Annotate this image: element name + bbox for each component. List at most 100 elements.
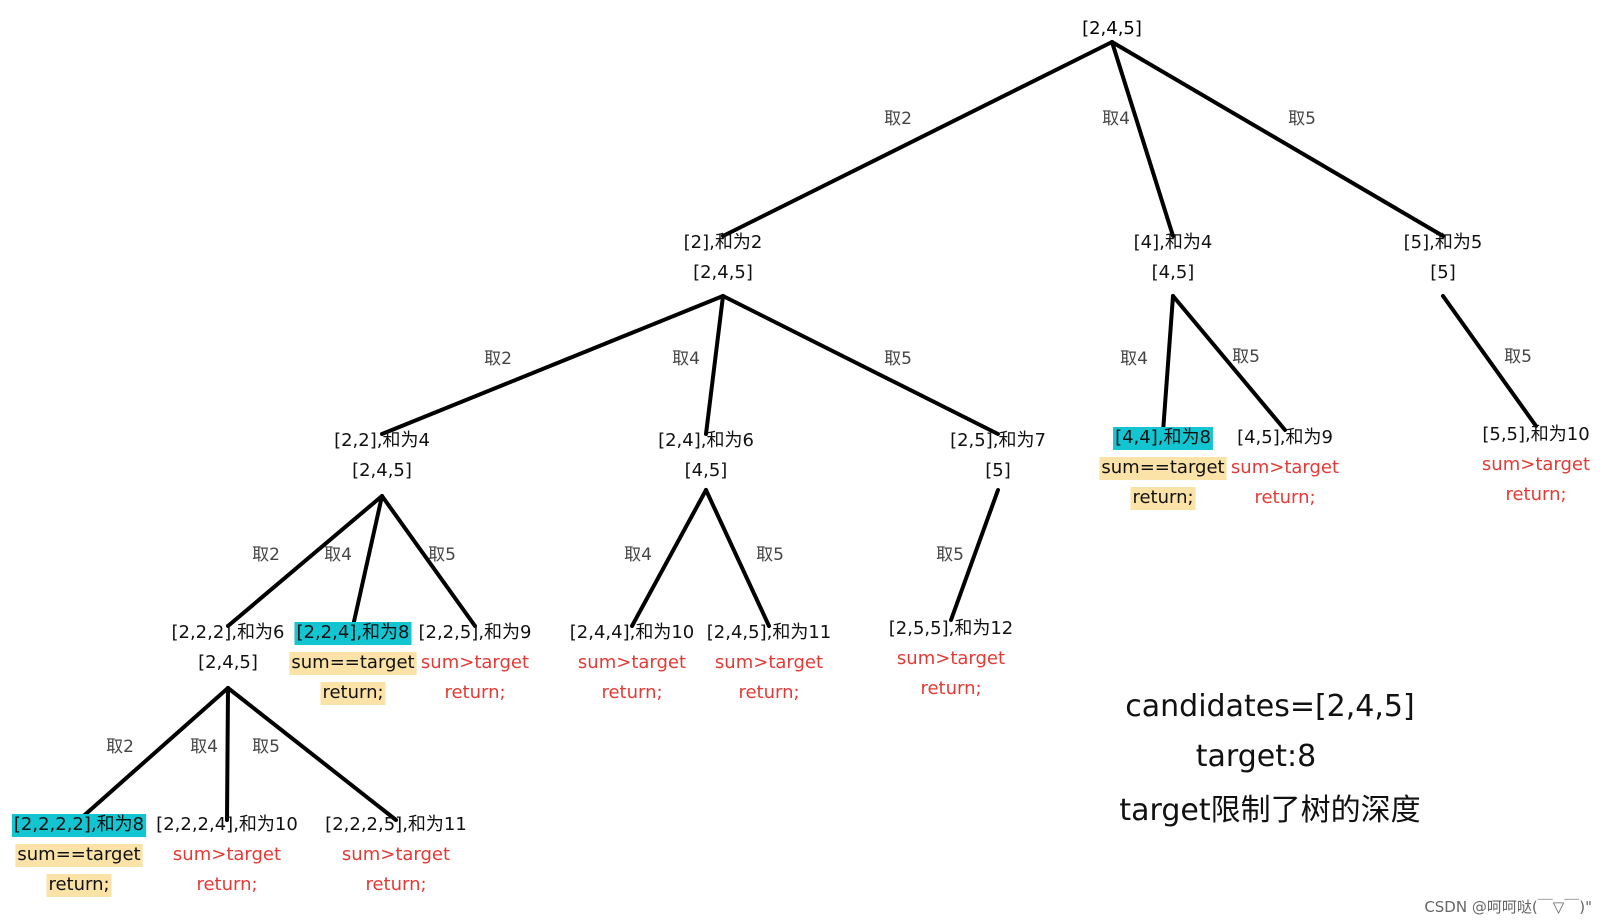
edges-layer (77, 40, 1538, 822)
node-action: return; (738, 682, 799, 703)
edge-label-n222-n2225: 取5 (252, 737, 280, 757)
node-action: return; (48, 874, 109, 895)
node-label: [5,5],和为10 (1482, 424, 1589, 445)
node-status: sum==target (1101, 457, 1224, 478)
node-n5: [5],和为5 [5] (1404, 232, 1483, 283)
node-remaining-candidates: [5] (1430, 262, 1456, 283)
edge-label-n22-n224: 取4 (324, 545, 352, 565)
node-action-highlight (320, 682, 386, 705)
candidates-text: candidates=[2,4,5] (1125, 689, 1414, 724)
node-status-highlight (1099, 457, 1227, 480)
node-remaining-candidates: [2,4,5] (352, 460, 412, 481)
edge-label-n4-n44: 取4 (1120, 349, 1148, 369)
node-action: return; (1132, 487, 1193, 508)
node-status: sum==target (17, 844, 140, 865)
node-action: return; (196, 874, 257, 895)
node-status-highlight (15, 844, 143, 867)
node-remaining-candidates: [4,5] (1152, 262, 1195, 283)
node-status: sum>target (897, 648, 1005, 669)
info-block: candidates=[2,4,5] target:8 target限制了树的深… (1119, 689, 1420, 828)
node-label: [2,2,2],和为6 (171, 622, 284, 643)
edge-label-n22-n225: 取5 (428, 545, 456, 565)
node-status: sum>target (578, 652, 686, 673)
edge-n222-n2225 (226, 686, 398, 822)
node-action: return; (920, 678, 981, 699)
node-n222: [2,2,2],和为6[2,4,5] (171, 622, 284, 673)
node-status-highlight (289, 652, 417, 675)
edge-label-n4-n45: 取5 (1232, 347, 1260, 367)
edge-n4-n45 (1171, 294, 1287, 432)
node-label-highlight (11, 814, 147, 837)
depth-note-text: target限制了树的深度 (1119, 793, 1420, 828)
edge-label-n2-n25: 取5 (884, 349, 912, 369)
edge-label-n2-n24: 取4 (672, 349, 700, 369)
node-label: [5],和为5 (1404, 232, 1483, 253)
node-label: [2,2,2,4],和为10 (156, 814, 298, 835)
node-status: sum>target (173, 844, 281, 865)
edge-label-n5-n55: 取5 (1504, 347, 1532, 367)
node-n4: [4],和为4 [4,5] (1134, 232, 1213, 283)
node-n2224: [2,2,2,4],和为10 sum>target return; (156, 814, 298, 895)
node-remaining-candidates: [2,4,5] (693, 262, 753, 283)
edge-n24-n244 (630, 488, 708, 628)
node-status: sum>target (715, 652, 823, 673)
edge-n222-n2224 (225, 686, 230, 822)
node-label: [4,4],和为8 (1115, 427, 1211, 448)
node-label: [2],和为2 (684, 232, 763, 253)
node-status: sum>target (1231, 457, 1339, 478)
node-label: [2,2,2,2],和为8 (14, 814, 144, 835)
target-text: target:8 (1196, 739, 1316, 774)
node-label: [2,2],和为4 (334, 430, 430, 451)
node-label-highlight (1113, 427, 1213, 450)
edge-n222-n2222 (77, 686, 230, 822)
node-label: [2,2,2,5],和为11 (325, 814, 467, 835)
node-status: sum==target (291, 652, 414, 673)
node-label: [4,5],和为9 (1237, 427, 1333, 448)
root-node-label: [2,4,5] (1082, 18, 1142, 39)
node-remaining-candidates: [4,5] (685, 460, 728, 481)
edge-label-n22-n222: 取2 (252, 545, 280, 565)
node-n44: [4,4],和为8 sum==target return; (1099, 427, 1227, 510)
node-label: [2,4],和为6 (658, 430, 754, 451)
node-n25: [2,5],和为7 [5] (950, 430, 1046, 481)
watermark: CSDN @呵呵哒(￣▽￣)" (1424, 898, 1592, 916)
edge-n22-n224 (351, 494, 384, 628)
node-label: [4],和为4 (1134, 232, 1213, 253)
node-n245: [2,4,5],和为11 sum>target return; (707, 622, 831, 703)
edge-n4-n44 (1161, 294, 1175, 434)
node-label-highlight (294, 622, 412, 645)
nodes-layer: [2,4,5] [2],和为2 [2,4,5] [4],和为4 [4,5] [5],和为… (11, 18, 1590, 897)
node-label: [2,5,5],和为12 (889, 618, 1013, 639)
edge-label-n222-n2222: 取2 (106, 737, 134, 757)
edge-n2-n25 (721, 294, 1000, 436)
edge-n5-n55 (1441, 294, 1538, 428)
edge-root-n5 (1110, 40, 1445, 238)
node-label: [2,5],和为7 (950, 430, 1046, 451)
edge-label-root-n5: 取5 (1288, 109, 1316, 129)
node-status: sum>target (1482, 454, 1590, 475)
node-n22: [2,2],和为4 [2,4,5] (334, 430, 430, 481)
node-remaining-candidates: [5] (985, 460, 1011, 481)
edge-n2-n24 (704, 294, 725, 436)
node-n55: [5,5],和为10 sum>target return; (1482, 424, 1590, 505)
node-action-highlight (1130, 487, 1196, 510)
node-label: [2,2,4],和为8 (296, 622, 409, 643)
node-action: return; (444, 682, 505, 703)
edge-n25-n255 (949, 488, 1000, 622)
edge-label-n222-n2224: 取4 (190, 737, 218, 757)
edge-root-n2 (721, 40, 1114, 238)
node-label: [2,4,5],和为11 (707, 622, 831, 643)
edge-label-n24-n244: 取4 (624, 545, 652, 565)
edge-label-root-n2: 取2 (884, 109, 912, 129)
node-n255: [2,5,5],和为12 sum>target return; (889, 618, 1013, 699)
node-action-highlight (46, 874, 112, 897)
node-label: [2,2,5],和为9 (418, 622, 531, 643)
node-action: return; (1505, 484, 1566, 505)
edge-label-n24-n245: 取5 (756, 545, 784, 565)
node-label: [2,4,4],和为10 (570, 622, 694, 643)
